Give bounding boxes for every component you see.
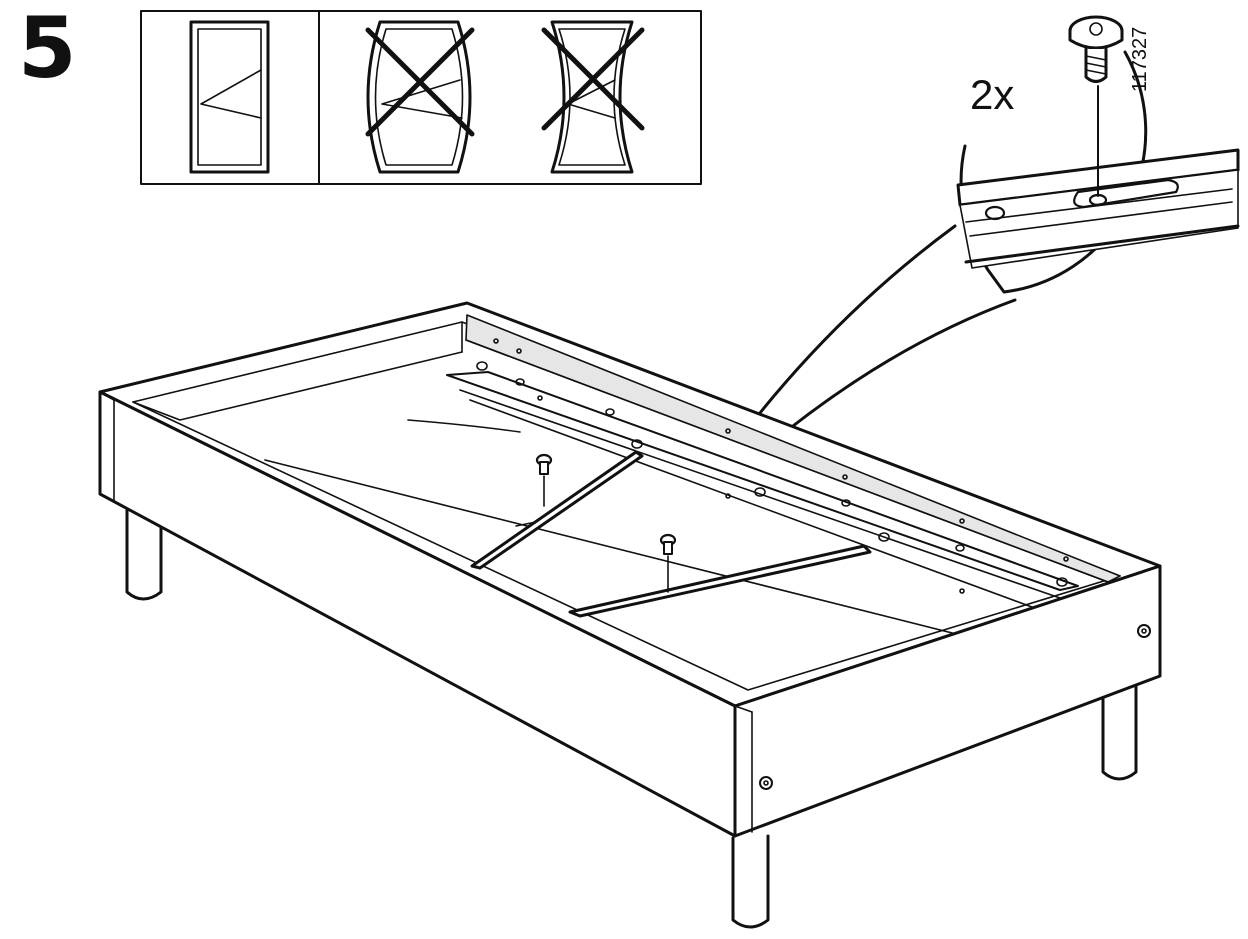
screw-icon [535,453,553,507]
bolt-icon [1137,624,1151,638]
quantity-label: 2x [970,71,1014,118]
bed-leg [731,834,770,929]
step-number: 5 [18,0,77,97]
bolt-icon [759,776,773,790]
screw-icon [659,533,677,593]
screw-icon [1068,15,1124,197]
squareness-legend [140,10,702,185]
rail-holes [476,338,1069,594]
incorrect-pinched-frame-icon [541,20,645,174]
cross-slat [568,544,872,618]
screw-callout: 2x 117327 [686,15,1240,518]
bed-leg [1101,673,1138,781]
bed-frame [98,301,1162,929]
incorrect-bulging-frame-icon [365,20,475,174]
part-number-label: 117327 [1129,27,1151,92]
bed-leg [125,498,163,601]
cross-slat [470,450,644,570]
correct-square-frame-icon [189,20,270,174]
